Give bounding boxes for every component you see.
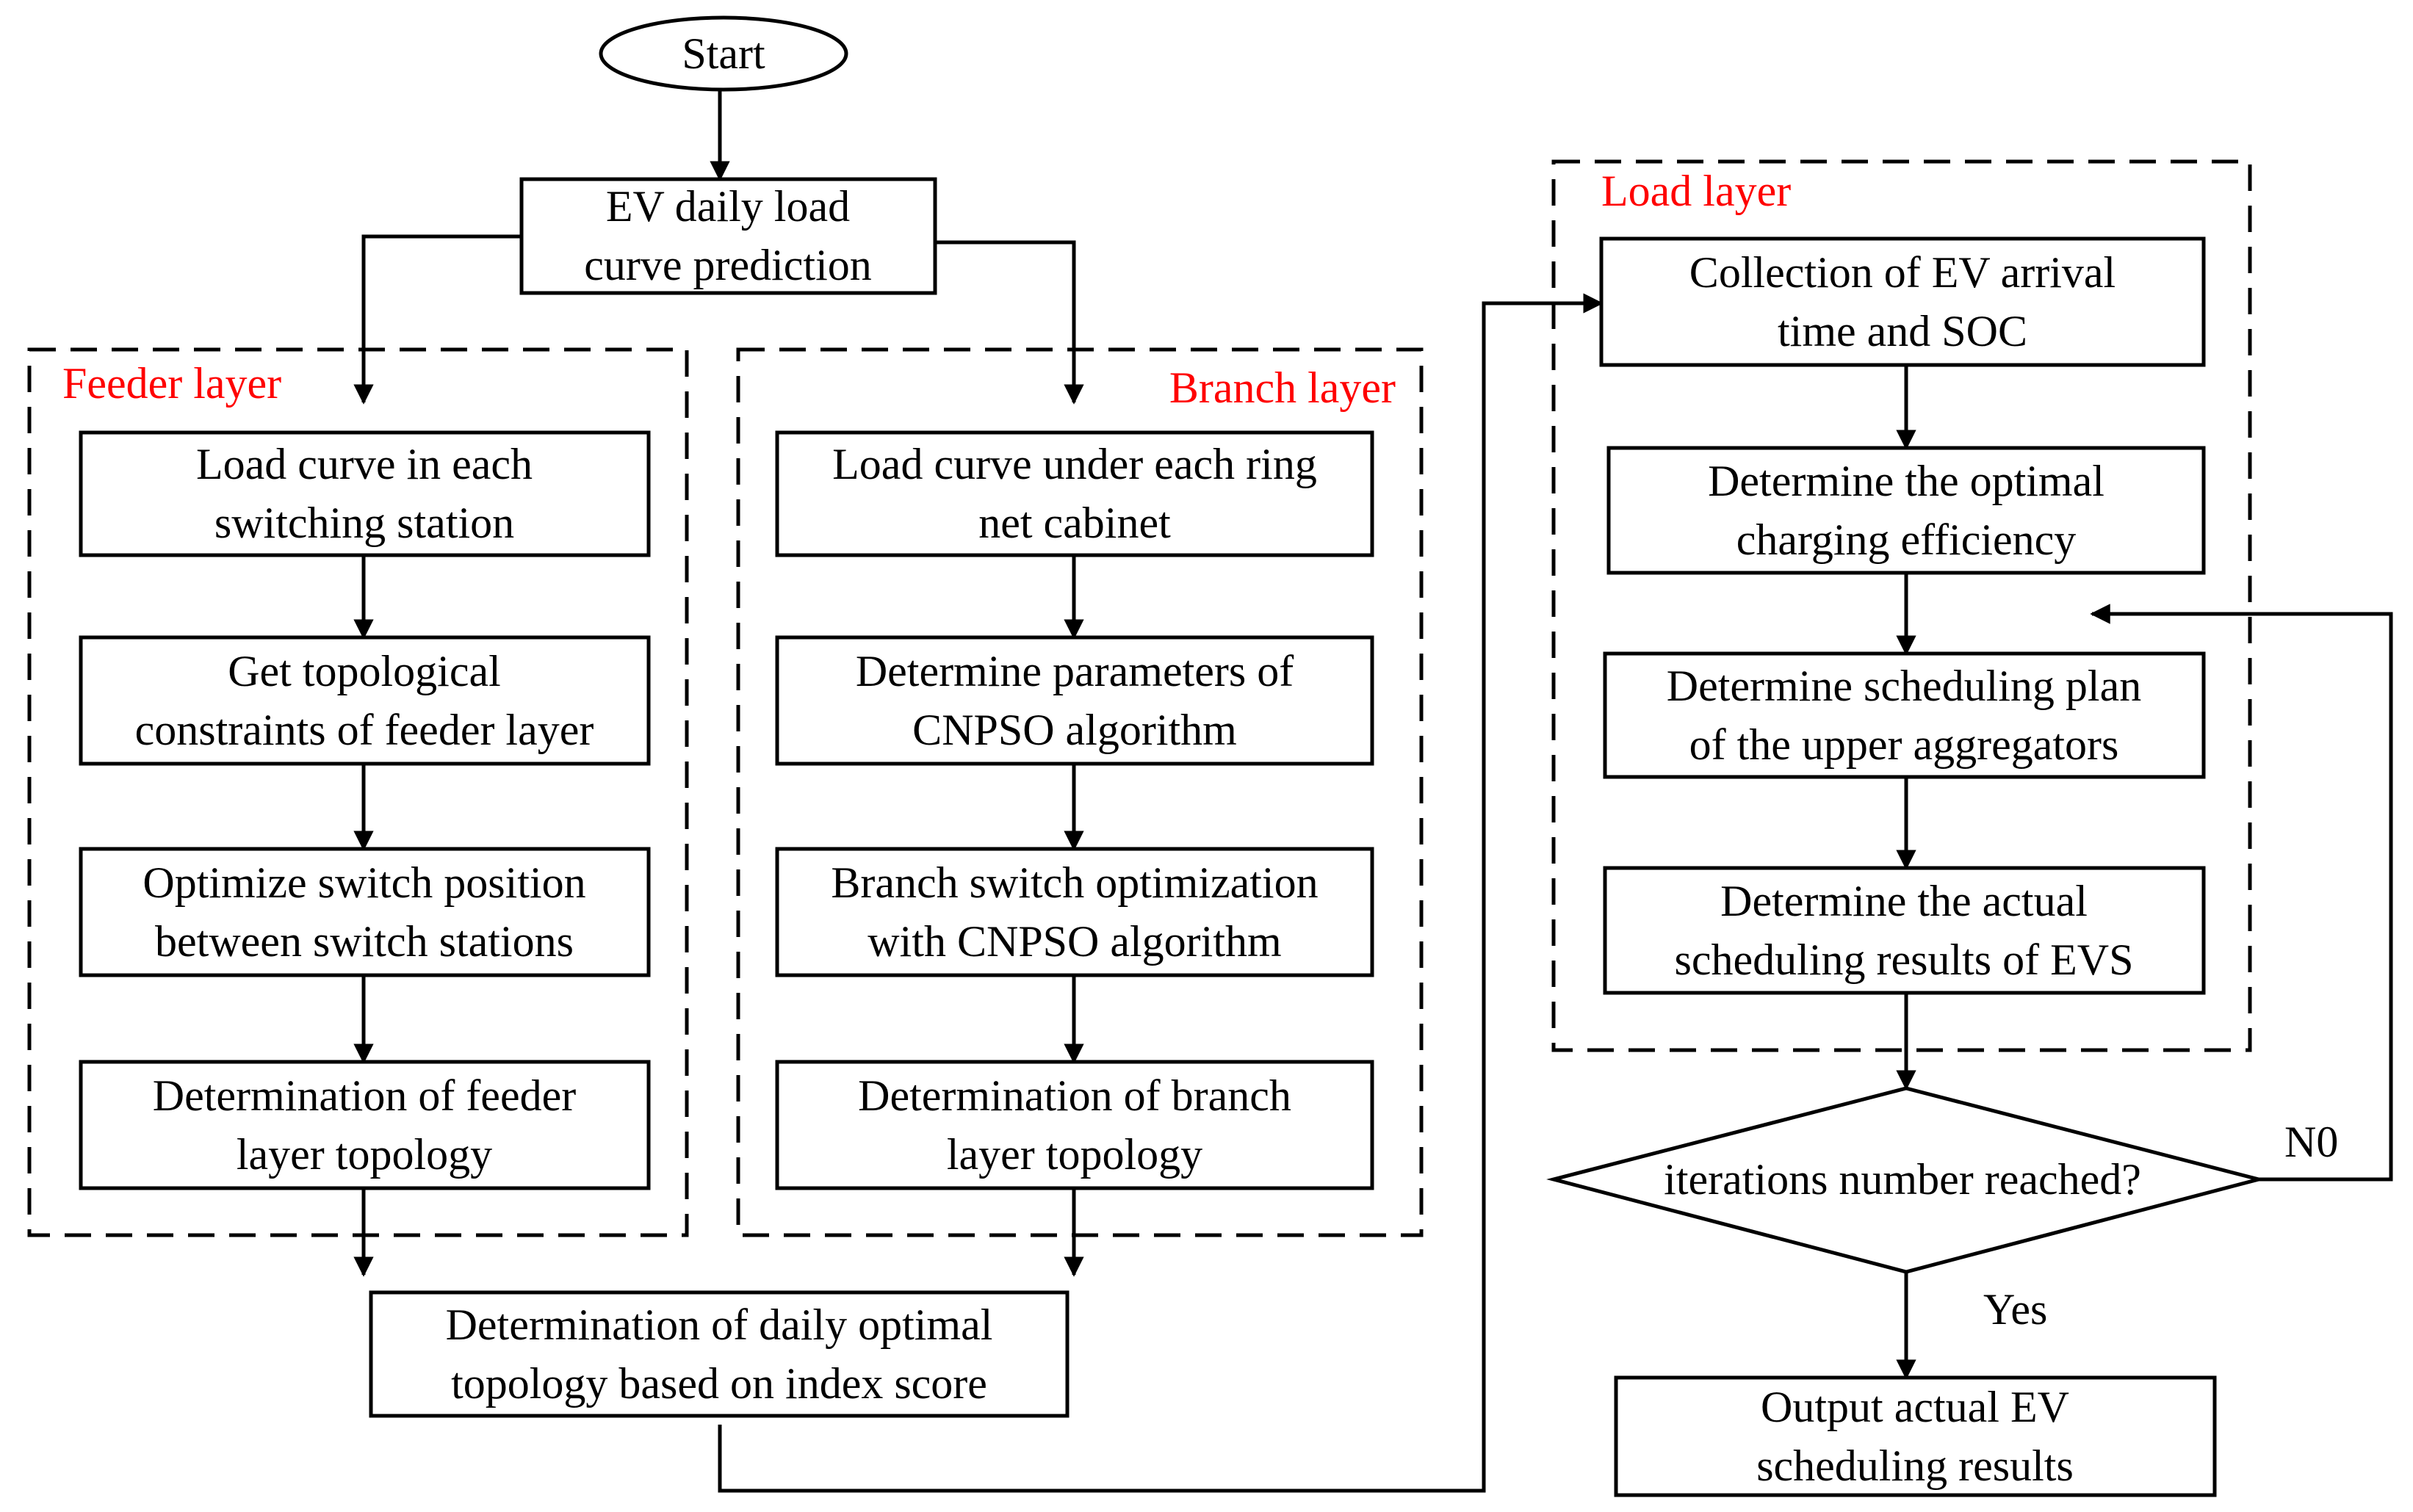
output-box-label-line-1: Output actual EV — [1761, 1383, 2069, 1431]
start-node-label: Start — [682, 29, 765, 78]
output-box-label-line-2: scheduling results — [1756, 1442, 2074, 1490]
branch-box-2: Determine parameters of CNPSO algorithm — [775, 635, 1374, 766]
branch-box-3: Branch switch optimization with CNPSO alg… — [775, 847, 1374, 977]
daily-topology-box: Determination of daily optimal topology b… — [369, 1290, 1070, 1418]
branch-box-4-label-line-1: Determination of branch — [858, 1071, 1291, 1120]
feeder-box-2-label: Get topological constraints of feeder lay… — [135, 647, 594, 754]
feeder-box-1-label-line-2: switching station — [214, 499, 514, 547]
load-box-1-label: Collection of EV arrival time and SOC — [1689, 248, 2116, 355]
branch-box-4: Determination of branch layer topology — [775, 1060, 1374, 1190]
feeder-box-4-label: Determination of feeder layer topology — [153, 1071, 576, 1179]
feeder-layer-frame — [27, 347, 689, 1237]
branch-box-1-label-line-1: Load curve under each ring — [832, 440, 1317, 488]
branch-box-3-label: Branch switch optimization with CNPSO alg… — [831, 858, 1318, 966]
load-box-2: Determine the optimal charging efficiency — [1606, 446, 2206, 575]
feeder-box-2: Get topological constraints of feeder lay… — [79, 635, 651, 766]
load-layer-label: Load layer — [1601, 167, 1791, 215]
branch-box-4-label-line-2: layer topology — [947, 1130, 1202, 1179]
feeder-box-1-label: Load curve in each switching station — [196, 440, 533, 547]
start-node: Start — [599, 15, 848, 92]
load-box-2-label: Determine the optimal charging efficiency — [1708, 457, 2104, 564]
load-box-4-label-line-1: Determine the actual — [1720, 877, 2088, 925]
load-box-2-label-line-2: charging efficiency — [1736, 516, 2077, 564]
decision-node: iterations number reached? — [1546, 1086, 2266, 1274]
branch-box-1-label: Load curve under each ring net cabinet — [832, 440, 1317, 547]
load-box-4-label: Determine the actual scheduling results o… — [1675, 877, 2134, 984]
load-box-3-label-line-2: of the upper aggregators — [1689, 720, 2119, 769]
load-box-4-label-line-2: scheduling results of EVS — [1675, 936, 2134, 984]
output-box-label: Output actual EV scheduling results — [1756, 1383, 2074, 1490]
decision-node-label: iterations number reached? — [1664, 1155, 2141, 1204]
arrow-daily-to-load — [718, 293, 1604, 1493]
load-layer-frame — [1551, 159, 2252, 1052]
feeder-box-1-label-line-1: Load curve in each — [196, 440, 533, 488]
load-box-3-label-line-1: Determine scheduling plan — [1667, 662, 2141, 710]
feeder-box-3: Optimize switch position between switch s… — [79, 847, 651, 977]
prediction-box: EV daily load curve prediction — [519, 177, 937, 295]
branch-box-3-label-line-2: with CNPSO algorithm — [868, 917, 1281, 966]
feeder-box-4-label-line-1: Determination of feeder — [153, 1071, 576, 1120]
branch-layer-label: Branch layer — [1169, 363, 1396, 412]
load-box-4: Determine the actual scheduling results o… — [1603, 866, 2206, 995]
branch-layer-frame — [736, 347, 1424, 1237]
start-node-label-line-1: Start — [682, 29, 765, 78]
daily-topology-box-label-line-2: topology based on index score — [451, 1359, 987, 1408]
connectors — [353, 90, 2393, 1493]
prediction-box-label-line-2: curve prediction — [584, 241, 872, 289]
branch-box-3-label-line-1: Branch switch optimization — [831, 858, 1318, 907]
arrow-prediction-to-branch — [935, 240, 1084, 405]
output-box: Output actual EV scheduling results — [1614, 1375, 2217, 1497]
feeder-box-1: Load curve in each switching station — [79, 430, 651, 557]
feeder-box-4: Determination of feeder layer topology — [79, 1060, 651, 1190]
feeder-layer-label: Feeder layer — [62, 359, 281, 408]
feeder-box-3-label-line-2: between switch stations — [155, 917, 574, 966]
branch-box-2-label-line-1: Determine parameters of — [856, 647, 1294, 695]
feeder-box-4-label-line-2: layer topology — [237, 1130, 492, 1179]
branch-box-1-label-line-2: net cabinet — [978, 499, 1171, 547]
arrow-decision-no-loop — [2090, 604, 2393, 1182]
feeder-box-2-label-line-1: Get topological — [228, 647, 501, 695]
load-box-1: Collection of EV arrival time and SOC — [1599, 236, 2206, 367]
load-box-3-label: Determine scheduling plan of the upper ag… — [1667, 662, 2141, 769]
feeder-box-3-label-line-1: Optimize switch position — [143, 858, 585, 907]
branch-box-2-label: Determine parameters of CNPSO algorithm — [856, 647, 1294, 754]
branch-box-2-label-line-2: CNPSO algorithm — [912, 706, 1237, 754]
no-label: N0 — [2284, 1118, 2338, 1166]
feeder-box-3-label: Optimize switch position between switch s… — [143, 858, 585, 966]
load-box-2-label-line-1: Determine the optimal — [1708, 457, 2104, 505]
daily-topology-box-label: Determination of daily optimal topology b… — [446, 1301, 993, 1408]
daily-topology-box-label-line-1: Determination of daily optimal — [446, 1301, 993, 1349]
load-box-1-label-line-2: time and SOC — [1778, 307, 2027, 355]
load-box-1-label-line-1: Collection of EV arrival — [1689, 248, 2116, 297]
prediction-box-label-line-1: EV daily load — [606, 182, 850, 231]
prediction-box-label: EV daily load curve prediction — [584, 182, 872, 289]
branch-box-1: Load curve under each ring net cabinet — [775, 430, 1374, 557]
yes-label: Yes — [1983, 1285, 2047, 1334]
arrow-prediction-to-feeder — [353, 234, 522, 405]
decision-node-label-line-1: iterations number reached? — [1664, 1155, 2141, 1204]
branch-box-4-label: Determination of branch layer topology — [858, 1071, 1291, 1179]
load-box-3: Determine scheduling plan of the upper ag… — [1603, 651, 2206, 779]
feeder-box-2-label-line-2: constraints of feeder layer — [135, 706, 594, 754]
